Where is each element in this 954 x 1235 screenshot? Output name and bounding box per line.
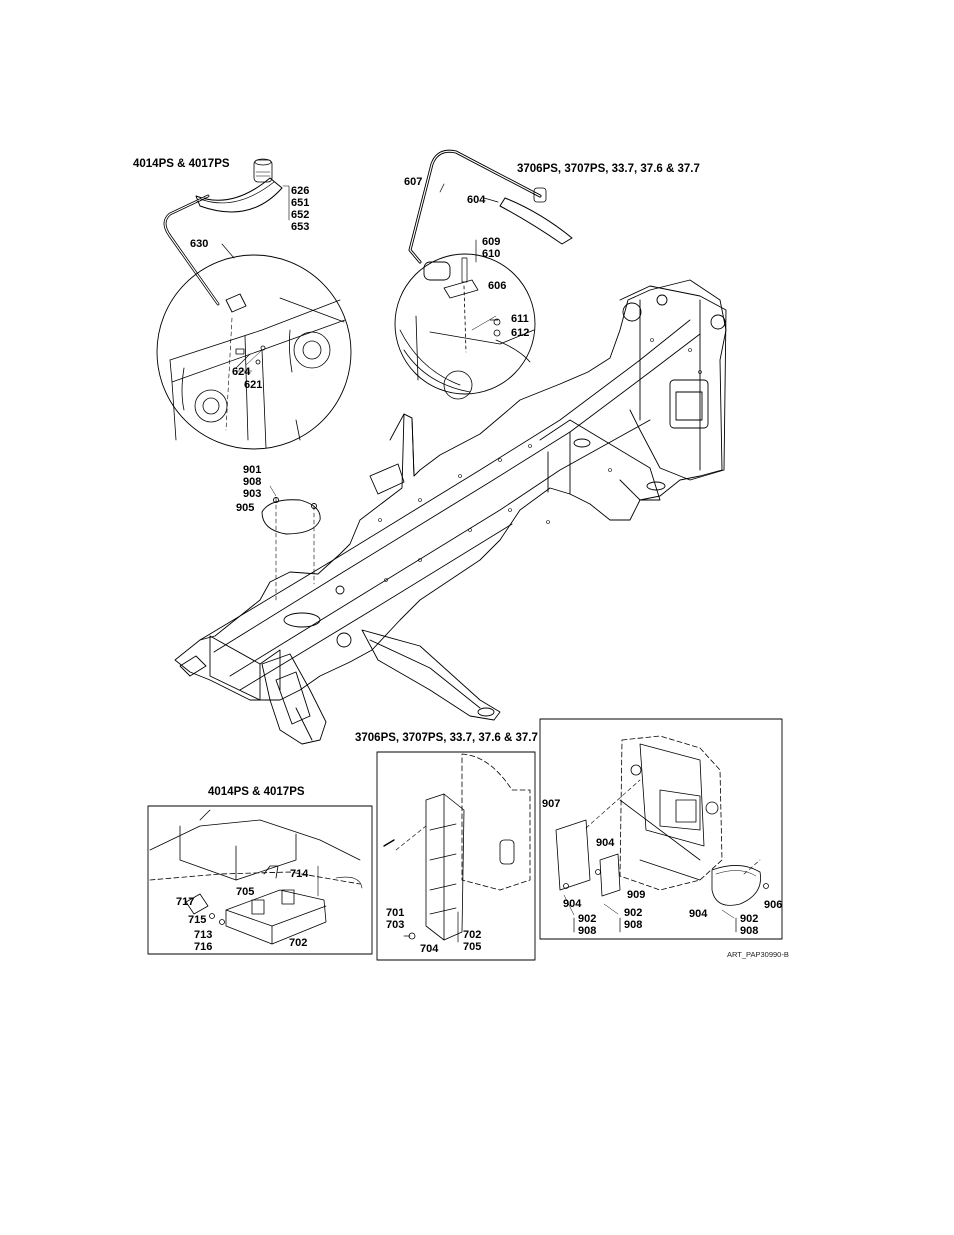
- cover-plate-905: [262, 486, 320, 600]
- callout-607: 607: [404, 176, 422, 188]
- callout-621: 621: [244, 379, 262, 391]
- callout-stack-902a: 902 908: [578, 913, 596, 937]
- callout-714: 714: [290, 868, 308, 880]
- callout-stack-713: 713 716: [194, 929, 212, 953]
- callout-stack-702: 702 705: [463, 929, 481, 953]
- callout-stack-902b: 902 908: [624, 907, 642, 931]
- callout-stack-901: 901 908: [243, 464, 261, 488]
- callout-606: 606: [488, 280, 506, 292]
- callout-609: 609: [482, 236, 500, 248]
- callout-908: 908: [243, 476, 261, 488]
- callout-624: 624: [232, 366, 250, 378]
- callout-904a: 904: [596, 837, 614, 849]
- callout-713: 713: [194, 929, 212, 941]
- callout-703: 703: [386, 919, 404, 931]
- callout-653: 653: [291, 221, 309, 233]
- callout-715: 715: [188, 914, 206, 926]
- callout-630: 630: [190, 238, 208, 250]
- callout-902a: 902: [578, 913, 596, 925]
- callout-612: 612: [511, 327, 529, 339]
- callout-908b: 908: [578, 925, 596, 937]
- callout-903: 903: [243, 488, 261, 500]
- header-top-right: 3706PS, 3707PS, 33.7, 37.6 & 37.7: [517, 163, 700, 175]
- callout-604: 604: [467, 194, 485, 206]
- callout-906: 906: [764, 899, 782, 911]
- callout-905: 905: [236, 502, 254, 514]
- callout-705b: 705: [463, 941, 481, 953]
- callout-stack-701: 701 703: [386, 907, 404, 931]
- leader-lines: [222, 184, 736, 942]
- callout-701: 701: [386, 907, 404, 919]
- callout-907: 907: [542, 798, 560, 810]
- header-bottom-middle: 3706PS, 3707PS, 33.7, 37.6 & 37.7: [355, 732, 538, 744]
- callout-904b: 904: [563, 898, 581, 910]
- callout-902b: 902: [624, 907, 642, 919]
- callout-stack-609: 609 610: [482, 236, 500, 260]
- callout-610: 610: [482, 248, 500, 260]
- main-frame: [175, 280, 726, 744]
- callout-652: 652: [291, 209, 309, 221]
- callout-702: 702: [289, 937, 307, 949]
- callout-902c: 902: [740, 913, 758, 925]
- header-bottom-left: 4014PS & 4017PS: [208, 786, 305, 798]
- callout-904c: 904: [689, 908, 707, 920]
- art-code: ART_PAP30990-B: [727, 950, 789, 959]
- panel-bottom-left: [148, 806, 372, 954]
- mirror-right-assembly: [395, 151, 572, 399]
- callout-908c: 908: [624, 919, 642, 931]
- callout-716: 716: [194, 941, 212, 953]
- mirror-left-assembly: [157, 159, 351, 449]
- callout-stack-902c: 902 908: [740, 913, 758, 937]
- callout-stack-626: 626 651 652 653: [291, 185, 309, 233]
- callout-901: 901: [243, 464, 261, 476]
- callout-909: 909: [627, 889, 645, 901]
- callout-651: 651: [291, 197, 309, 209]
- callout-702b: 702: [463, 929, 481, 941]
- callout-626: 626: [291, 185, 309, 197]
- callout-705: 705: [236, 886, 254, 898]
- header-top-left: 4014PS & 4017PS: [133, 158, 230, 170]
- callout-611: 611: [511, 313, 529, 325]
- callout-717: 717: [176, 896, 194, 908]
- callout-704: 704: [420, 943, 438, 955]
- callout-908d: 908: [740, 925, 758, 937]
